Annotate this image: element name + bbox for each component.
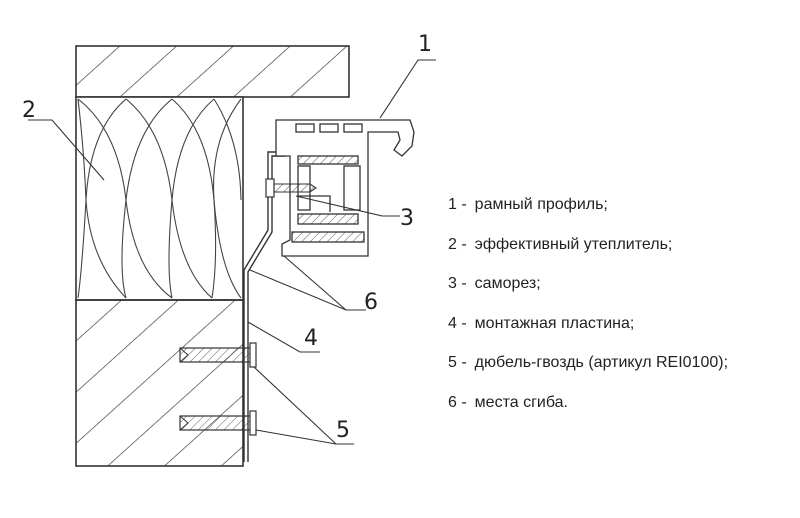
legend-item: 2 - эффективный утеплитель; [448, 236, 728, 276]
legend-number: 5 - [448, 354, 467, 371]
callout-3: 3 [400, 206, 414, 231]
callout-6: 6 [364, 290, 378, 315]
leader-2 [28, 119, 105, 181]
lower-wall [75, 299, 244, 467]
dowel-nail-upper [179, 342, 257, 368]
dowel-nail-lower [179, 410, 257, 436]
callout-5: 5 [336, 418, 350, 443]
legend-number: 3 - [448, 275, 467, 292]
leader-1 [379, 59, 436, 119]
legend-number: 6 - [448, 393, 467, 411]
legend-number: 4 - [448, 314, 467, 332]
legend-number: 2 - [448, 235, 467, 253]
leader-4 [247, 321, 320, 353]
callout-2: 2 [22, 98, 36, 123]
leader-lines [28, 59, 436, 445]
legend-text: дюбель-гвоздь (артикул REI0100); [474, 354, 729, 371]
callout-1: 1 [418, 32, 432, 57]
legend: 1 - рамный профиль; 2 - эффективный утепли… [448, 196, 728, 433]
top-concrete-lintel [75, 45, 350, 98]
legend-number: 1 - [448, 196, 467, 213]
leader-3 [295, 195, 400, 217]
legend-text: эффективный утеплитель; [474, 235, 673, 253]
leader-6b [249, 269, 366, 311]
legend-text: саморез; [474, 275, 541, 292]
leader-5b [255, 429, 354, 445]
legend-text: рамный профиль; [474, 196, 608, 213]
legend-item: 5 - дюбель-гвоздь (артикул REI0100); [448, 354, 728, 394]
legend-text: монтажная пластина; [474, 314, 635, 332]
legend-item: 1 - рамный профиль; [448, 196, 728, 236]
leader-6a [283, 255, 366, 311]
self-tapping-screw [265, 178, 317, 198]
callout-4: 4 [304, 326, 318, 351]
frame-profile [275, 119, 415, 257]
legend-item: 6 - места сгиба. [448, 394, 728, 434]
legend-text: места сгиба. [474, 393, 568, 411]
legend-item: 4 - монтажная пластина; [448, 315, 728, 355]
insulation-layer [75, 96, 244, 301]
legend-item: 3 - саморез; [448, 275, 728, 315]
